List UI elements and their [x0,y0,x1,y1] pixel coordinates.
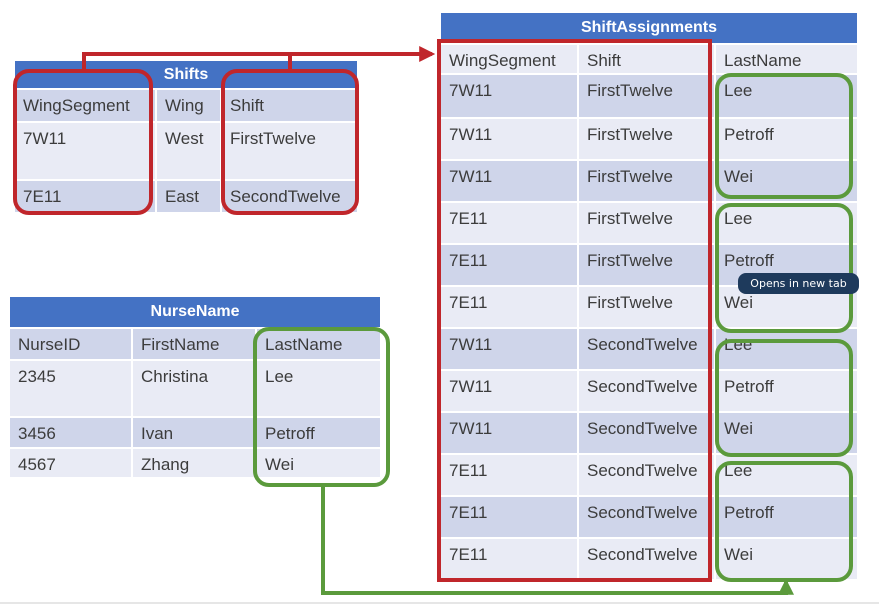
table-cell: SecondTwelve [579,497,714,537]
table-cell: FirstTwelve [579,161,714,201]
table-cell: 7E11 [441,203,577,243]
table-cell: Petroff [716,371,857,411]
column-header: Shift [222,90,357,121]
table-cell: 7E11 [441,245,577,285]
table-cell: 7W11 [441,413,577,453]
table-cell: SecondTwelve [579,539,714,579]
table-cell: Lee [257,361,380,416]
table-cell: FirstTwelve [579,75,714,117]
table-cell: 7W11 [441,371,577,411]
table-cell: Ivan [133,418,255,447]
column-header: FirstName [133,329,255,359]
table-cell: 7W11 [441,329,577,369]
table-cell: FirstTwelve [579,287,714,327]
table-cell: FirstTwelve [579,119,714,159]
table-cell: 4567 [10,449,131,477]
table-cell: West [157,123,220,179]
table-cell: Wei [716,539,857,579]
table-cell: East [157,181,220,212]
table-cell: Wei [257,449,380,477]
table-cell: Zhang [133,449,255,477]
table-cell: FirstTwelve [579,203,714,243]
table-cell: Wei [716,161,857,201]
table-cell: Wei [716,413,857,453]
table-cell: SecondTwelve [579,413,714,453]
table-cell: Petroff [716,497,857,537]
table-cell: SecondTwelve [222,181,357,212]
bottom-rule [0,602,879,604]
table-cell: Lee [716,203,857,243]
new-tab-tooltip: Opens in new tab [738,273,859,294]
table-cell: 2345 [10,361,131,416]
table-cell: 7E11 [441,497,577,537]
table-cell: Petroff [716,119,857,159]
table-cell: Lee [716,329,857,369]
column-header: Shift [579,45,714,73]
table-cell: FirstTwelve [579,245,714,285]
column-header: WingSegment [15,90,155,121]
table-cell: 7E11 [441,287,577,327]
red-connector-arrow [82,52,292,70]
table-cell: 3456 [10,418,131,447]
column-header: WingSegment [441,45,577,73]
table-cell: 7W11 [441,161,577,201]
table-cell: SecondTwelve [579,371,714,411]
table-cell: SecondTwelve [579,329,714,369]
column-header: NurseID [10,329,131,359]
table-cell: FirstTwelve [222,123,357,179]
table-cell: 7E11 [441,539,577,579]
shifts-table-title: Shifts [15,61,357,88]
table-cell: Petroff [257,418,380,447]
table-cell: 7E11 [15,181,155,212]
column-header: Wing [157,90,220,121]
nurse-name-table-title: NurseName [10,297,380,327]
column-header: LastName [257,329,380,359]
table-cell: SecondTwelve [579,455,714,495]
table-cell: 7E11 [441,455,577,495]
table-cell: 7W11 [441,119,577,159]
shift-assignments-table-title: ShiftAssignments [441,13,857,43]
table-cell: Christina [133,361,255,416]
green-connector-arrow [321,486,794,595]
column-header: LastName [716,45,857,73]
table-cell: 7W11 [15,123,155,179]
table-cell: 7W11 [441,75,577,117]
table-cell: Lee [716,75,857,117]
